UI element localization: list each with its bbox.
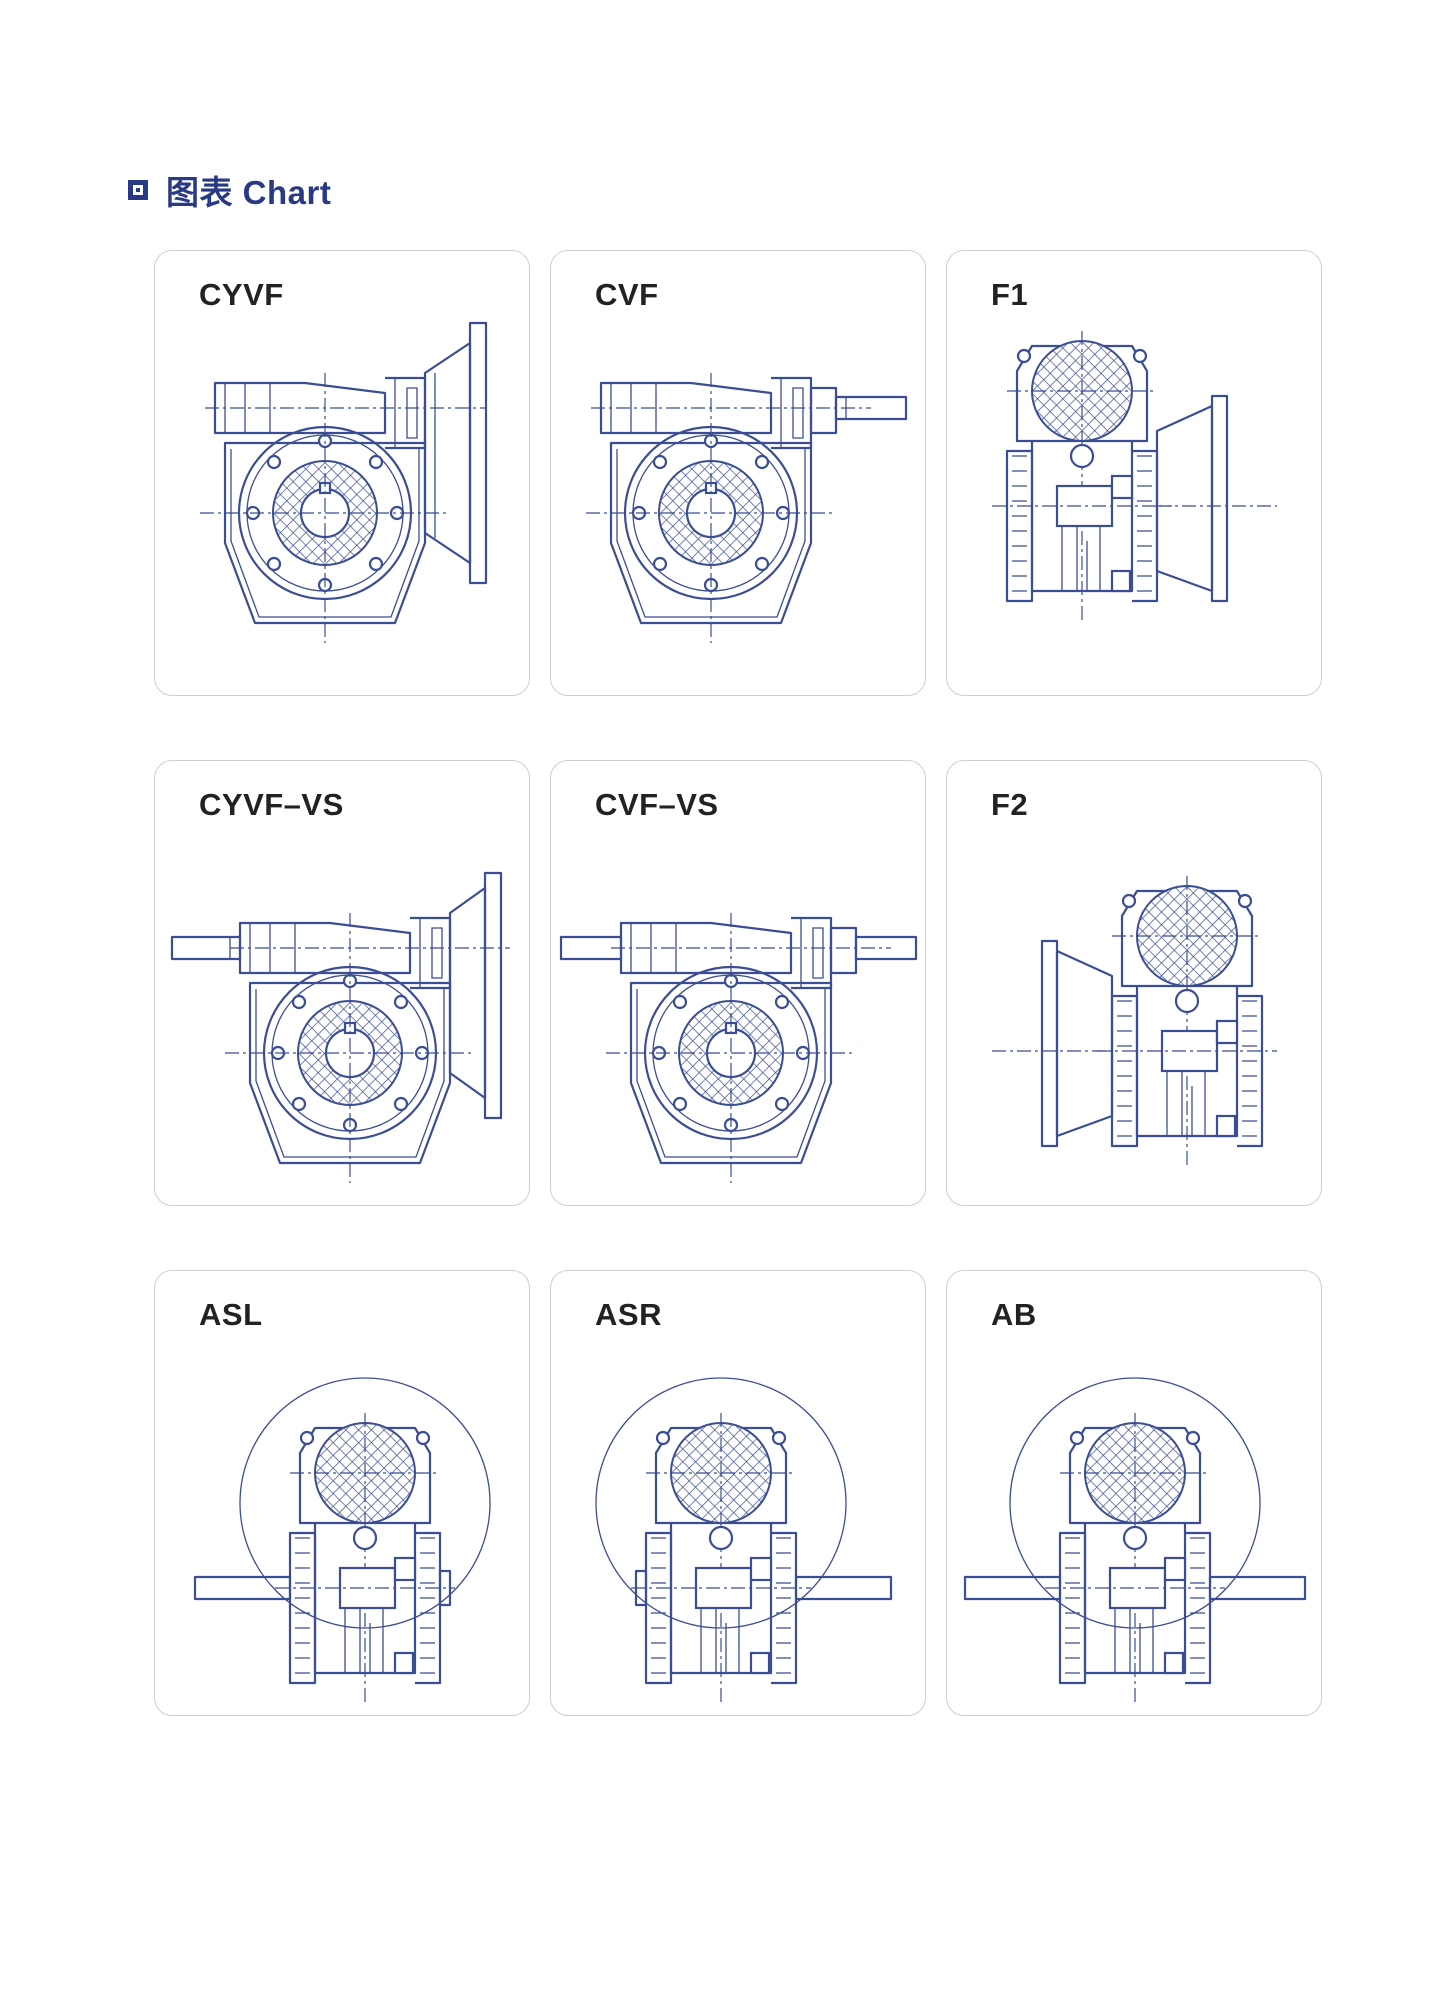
ab-drawing [963,1377,1307,1705]
f1-drawing [990,329,1277,623]
diagram-card-f1: F1 [946,250,1322,696]
cvf-vs-drawing [559,911,918,1185]
f2-drawing [992,874,1279,1168]
diagram-card-asr: ASR [550,1270,926,1716]
asl-drawing [193,1377,491,1705]
asr-drawing [595,1377,893,1705]
card-label: AB [991,1297,1037,1332]
card-label: CYVF–VS [199,787,344,822]
section-title: 图表 Chart [166,174,332,211]
card-label: F2 [991,787,1029,822]
cyvf-drawing [198,321,488,645]
section-header: 图表 Chart [128,168,331,212]
card-label: CVF [595,277,659,312]
card-label: CYVF [199,277,284,312]
diagram-card-cyvf: CYVF [154,250,530,696]
diagram-card-cvf-vs: CVF–VS [550,760,926,1206]
square-bullet-icon [128,180,148,200]
cvf-drawing [584,371,908,645]
diagram-card-cvf: CVF [550,250,926,696]
diagram-card-asl: ASL [154,1270,530,1716]
card-label: ASL [199,1297,263,1332]
card-label: CVF–VS [595,787,719,822]
diagram-card-cyvf-vs: CYVF–VS [154,760,530,1206]
card-label: F1 [991,277,1029,312]
diagram-card-f2: F2 [946,760,1322,1206]
cyvf-vs-drawing [170,871,512,1185]
diagram-card-ab: AB [946,1270,1322,1716]
card-label: ASR [595,1297,662,1332]
